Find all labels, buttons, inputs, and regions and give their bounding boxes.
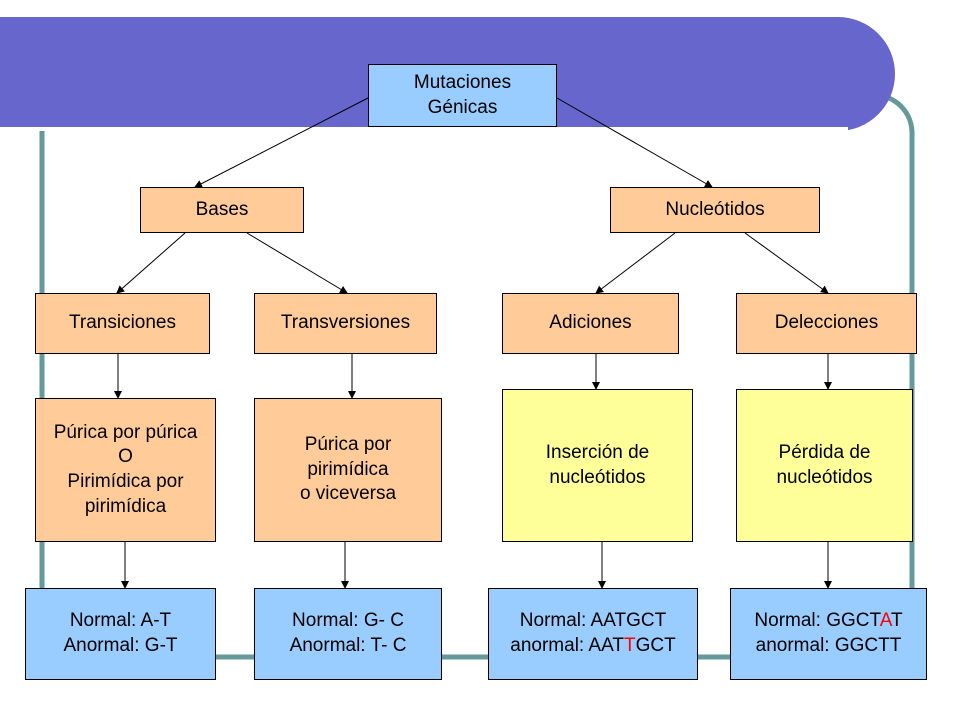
node-transversiones: Transversiones bbox=[254, 293, 437, 354]
desc-delecciones-text: Pérdida de nucleótidos bbox=[776, 441, 873, 488]
desc-adiciones-text: Inserción de nucleótidos bbox=[545, 441, 650, 488]
node-adiciones: Adiciones bbox=[502, 293, 679, 354]
node-bases-label: Bases bbox=[195, 198, 249, 220]
node-delecciones: Delecciones bbox=[736, 293, 917, 354]
example-delecciones-normal-suffix: T bbox=[890, 610, 903, 632]
node-mutaciones-genicas: Mutaciones Génicas bbox=[368, 64, 557, 127]
node-delecciones-label: Delecciones bbox=[774, 312, 879, 334]
desc-transversiones: Púrica por pirimídica o viceversa bbox=[254, 398, 442, 542]
example-transiciones-normal: Normal: A-T bbox=[69, 610, 172, 632]
node-transversiones-label: Transversiones bbox=[280, 312, 411, 334]
banner-underline bbox=[0, 127, 848, 131]
desc-transiciones: Púrica por púrica O Pirimídica por pirim… bbox=[35, 398, 216, 542]
example-transiciones: Normal: A-T Anormal: G-T bbox=[25, 588, 216, 680]
node-transiciones: Transiciones bbox=[35, 293, 210, 354]
example-delecciones: Normal: GGCTAT anormal: GGCTT bbox=[730, 588, 927, 680]
example-delecciones-normal: Normal: GGCTAT bbox=[754, 609, 902, 634]
node-nucleotidos: Nucleótidos bbox=[610, 187, 820, 233]
example-adiciones-anormal-prefix: anormal: AAT bbox=[510, 635, 624, 656]
example-delecciones-deleted-base: A bbox=[879, 610, 891, 632]
frame-border bbox=[39, 92, 915, 660]
node-adiciones-label: Adiciones bbox=[549, 312, 632, 334]
desc-delecciones: Pérdida de nucleótidos bbox=[736, 389, 913, 542]
example-transversiones-anormal: Anormal: T- C bbox=[289, 635, 407, 656]
node-bases: Bases bbox=[140, 187, 304, 233]
desc-adiciones: Inserción de nucleótidos bbox=[502, 389, 693, 542]
example-adiciones-inserted-base: T bbox=[623, 635, 636, 656]
example-adiciones-anormal-suffix: GCT bbox=[635, 635, 676, 656]
desc-transiciones-text: Púrica por púrica O Pirimídica por pirim… bbox=[53, 421, 198, 517]
node-nucleotidos-label: Nucleótidos bbox=[665, 198, 765, 220]
example-delecciones-anormal: anormal: GGCTT bbox=[755, 635, 902, 656]
example-transversiones-normal: Normal: G- C bbox=[292, 610, 404, 632]
example-adiciones-anormal: anormal: AATTGCT bbox=[510, 634, 675, 659]
example-adiciones-normal: Normal: AATGCT bbox=[519, 610, 667, 632]
desc-transversiones-text: Púrica por pirimídica o viceversa bbox=[299, 433, 397, 505]
example-transiciones-anormal: Anormal: G-T bbox=[63, 635, 178, 656]
node-mutaciones-genicas-label: Mutaciones Génicas bbox=[413, 71, 512, 118]
example-adiciones: Normal: AATGCT anormal: AATTGCT bbox=[488, 588, 698, 680]
node-transiciones-label: Transiciones bbox=[68, 312, 176, 334]
example-delecciones-normal-prefix: Normal: GGCT bbox=[754, 610, 880, 632]
example-transversiones: Normal: G- C Anormal: T- C bbox=[254, 588, 442, 680]
